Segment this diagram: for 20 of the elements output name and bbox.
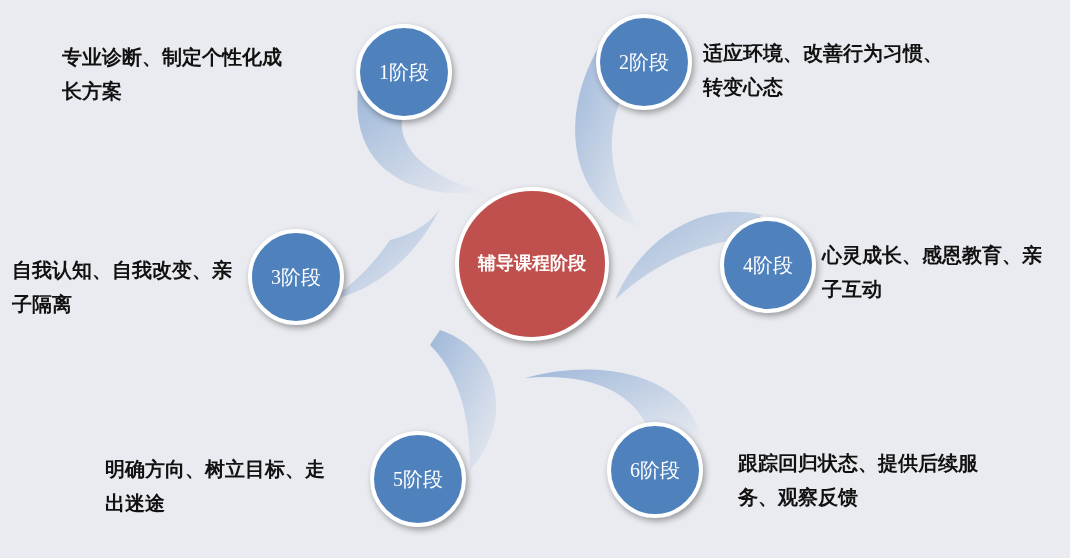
stage-description: 自我认知、自我改变、亲子隔离 bbox=[12, 258, 233, 317]
stage-circle bbox=[607, 422, 703, 518]
stage-circle bbox=[370, 431, 466, 527]
node-label: 3阶段 bbox=[271, 265, 321, 290]
node-label: 6阶段 bbox=[630, 458, 680, 483]
node-label: 1阶段 bbox=[379, 60, 429, 85]
stage-circle bbox=[720, 217, 816, 313]
node-label: 4阶段 bbox=[743, 253, 793, 278]
stage-description: 专业诊断、制定个性化成长方案 bbox=[62, 45, 283, 104]
stage-circle bbox=[356, 24, 452, 120]
stage-circle bbox=[248, 229, 344, 325]
stage-description: 适应环境、改善行为习惯、转变心态 bbox=[703, 41, 943, 100]
stage-description: 心灵成长、感恩教育、亲子互动 bbox=[822, 243, 1043, 302]
center-circle bbox=[455, 187, 609, 341]
stage-description: 跟踪回归状态、提供后续服务、观察反馈 bbox=[738, 451, 978, 510]
node-label: 辅导课程阶段 bbox=[478, 252, 586, 276]
stage-circle bbox=[596, 14, 692, 110]
node-label: 2阶段 bbox=[619, 50, 669, 75]
node-label: 5阶段 bbox=[393, 467, 443, 492]
stage-description: 明确方向、树立目标、走出迷途 bbox=[105, 457, 326, 516]
